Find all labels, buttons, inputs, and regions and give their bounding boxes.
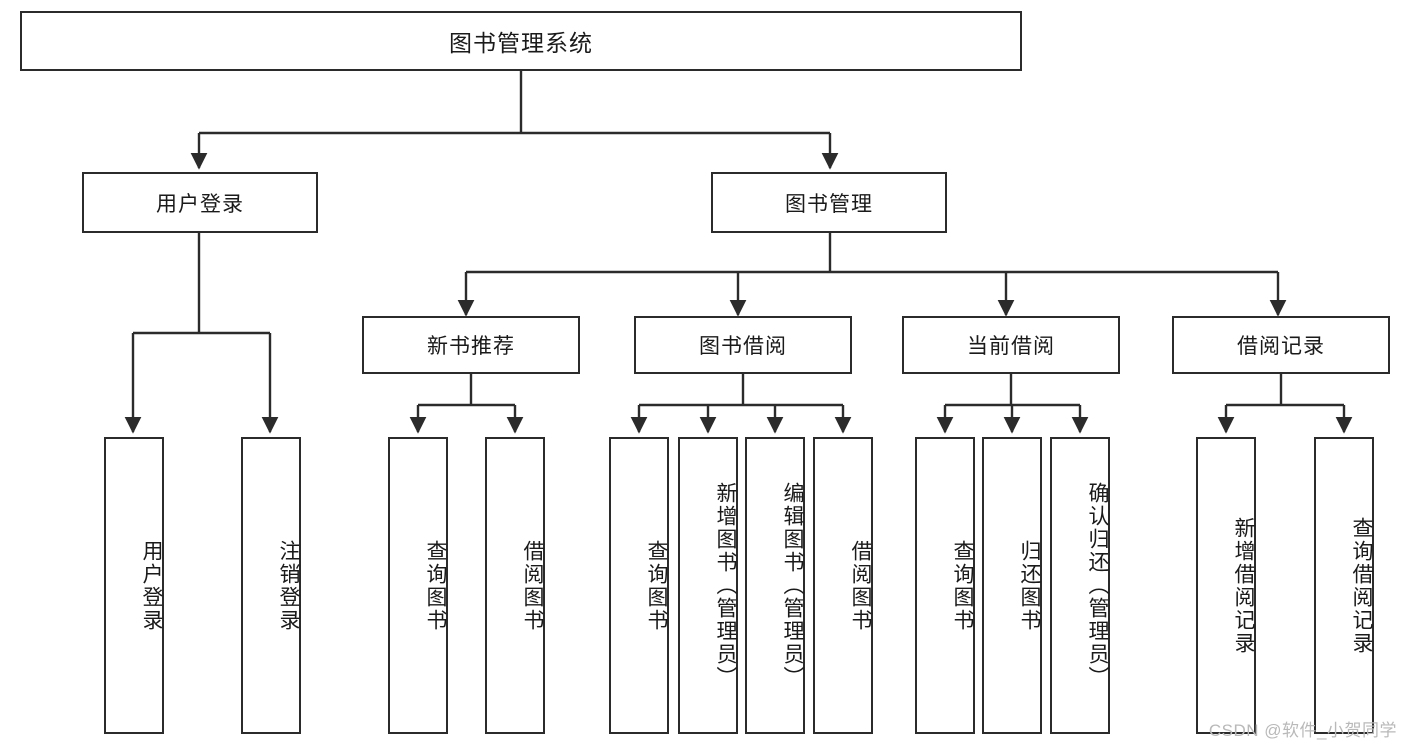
node-label: 查询图书	[951, 539, 974, 632]
node-root-book-management-system[interactable]: 图书管理系统	[20, 11, 1022, 71]
leaf-book-borrow-query-books[interactable]: 查询图书	[609, 437, 669, 734]
leaf-new-book-query-books[interactable]: 查询图书	[388, 437, 448, 734]
node-label: 当前借阅	[967, 335, 1055, 358]
node-label: 编辑图书（管理员）	[781, 482, 804, 689]
node-label: 归还图书	[1018, 539, 1041, 632]
leaf-current-borrow-confirm-return-admin[interactable]: 确认归还（管理员）	[1050, 437, 1110, 734]
node-label: 借阅图书	[521, 539, 544, 632]
node-label: 图书管理	[785, 192, 873, 216]
watermark-text: CSDN @软件_小贺同学	[1208, 721, 1397, 740]
node-label: 新增借阅记录	[1232, 516, 1255, 655]
node-label: 查询图书	[645, 539, 668, 632]
node-current-borrow[interactable]: 当前借阅	[902, 316, 1120, 374]
node-label: 图书借阅	[699, 335, 787, 358]
node-borrow-records[interactable]: 借阅记录	[1172, 316, 1390, 374]
node-label: 查询借阅记录	[1350, 516, 1373, 655]
node-label: 借阅图书	[849, 539, 872, 632]
node-label: 图书管理系统	[449, 30, 593, 56]
leaf-book-borrow-borrow-books[interactable]: 借阅图书	[813, 437, 873, 734]
leaf-user-login-login[interactable]: 用户登录	[104, 437, 164, 734]
node-label: 新增图书（管理员）	[714, 482, 737, 689]
node-label: 用户登录	[156, 192, 244, 216]
leaf-current-borrow-query-books[interactable]: 查询图书	[915, 437, 975, 734]
leaf-user-login-logout[interactable]: 注销登录	[241, 437, 301, 734]
leaf-borrow-records-add-record[interactable]: 新增借阅记录	[1196, 437, 1256, 734]
leaf-new-book-borrow-books[interactable]: 借阅图书	[485, 437, 545, 734]
node-book-management[interactable]: 图书管理	[711, 172, 947, 233]
node-label: 用户登录	[140, 539, 163, 632]
node-book-borrow[interactable]: 图书借阅	[634, 316, 852, 374]
node-label: 查询图书	[424, 539, 447, 632]
node-label: 借阅记录	[1237, 335, 1325, 358]
node-label: 确认归还（管理员）	[1086, 482, 1109, 689]
node-label: 新书推荐	[427, 335, 515, 358]
leaf-borrow-records-query-record[interactable]: 查询借阅记录	[1314, 437, 1374, 734]
leaf-book-borrow-edit-book-admin[interactable]: 编辑图书（管理员）	[745, 437, 805, 734]
leaf-current-borrow-return-books[interactable]: 归还图书	[982, 437, 1042, 734]
node-label: 注销登录	[277, 539, 300, 632]
node-new-book-recommend[interactable]: 新书推荐	[362, 316, 580, 374]
node-user-login[interactable]: 用户登录	[82, 172, 318, 233]
leaf-book-borrow-add-book-admin[interactable]: 新增图书（管理员）	[678, 437, 738, 734]
